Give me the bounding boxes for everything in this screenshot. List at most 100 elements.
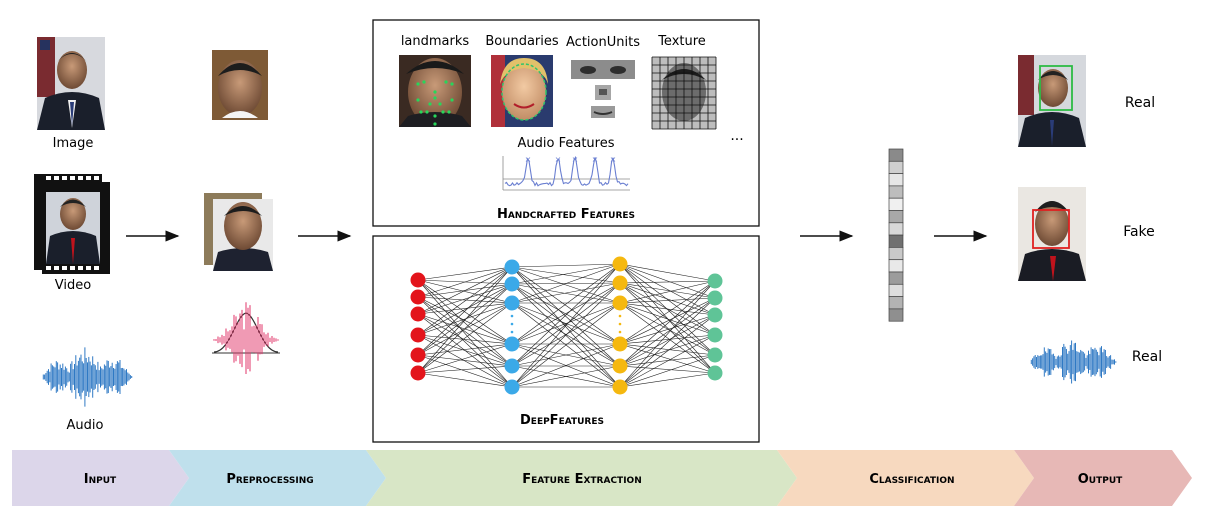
nn-connection [417,334,513,388]
nn-connection [619,297,716,345]
nn-connection [417,296,513,304]
stage-preprocessing-label: Preprocessing [226,472,313,487]
output-audio-waveform-icon [1030,340,1117,384]
nn-connection [511,282,621,367]
nn-connection [511,343,621,388]
feature-vector-cell [888,222,904,236]
landmark-dot [433,96,437,100]
film-hole [78,176,83,180]
nn-node [707,327,723,343]
nn-connection [619,314,716,345]
nn-connection [619,302,716,336]
nn-node [707,347,723,363]
nn-connection [619,280,716,284]
nn-connection [417,266,513,336]
landmark-dot [433,122,437,126]
nn-connection [619,354,716,388]
stage-output-label: Output [1078,472,1123,487]
nn-connection [417,343,513,374]
nn-node [707,273,723,289]
nn-connection [417,354,513,388]
film-strip-icon [34,174,110,274]
nn-node [504,358,520,374]
feature-vector-cell [888,148,904,162]
handcrafted-features-title: Handcrafted Features [497,207,635,222]
audio-features-plot: ××××× [502,155,630,191]
nn-connection [511,283,621,388]
nn-ellipsis-dot [618,330,622,334]
landmark-dot [425,110,429,114]
video-label: Video [55,278,91,293]
nn-connection [417,302,513,315]
feature-vector-cell [888,259,904,273]
nn-node [612,256,628,272]
landmarks-label: landmarks [401,34,470,49]
nn-node [504,276,520,292]
landmark-dot [450,82,454,86]
feature-vector-cell [888,173,904,187]
nn-connection [417,302,513,374]
nn-connection [417,283,513,336]
nn-connection [511,263,621,388]
nn-connection [511,283,621,304]
film-hole [70,266,75,270]
more-features-ellipsis: ... [730,128,743,144]
nn-node [410,306,426,322]
nn-ellipsis-dot [510,314,514,318]
feature-vector-cell [888,247,904,261]
feature-vector-cell [888,308,904,322]
landmark-dot [419,110,423,114]
film-hole [62,266,67,270]
feature-vector-cell [888,210,904,224]
landmark-dot [450,98,454,102]
output-real-photo [1018,55,1086,147]
nn-connection [511,263,621,304]
nn-connection [619,334,716,388]
nn-connection [511,263,621,367]
landmark-dot [428,102,432,106]
nn-connection [511,263,621,345]
nn-connection [511,302,621,345]
film-hole [94,176,99,180]
nn-connection [511,266,621,345]
nn-connection [619,302,716,374]
nn-connection [417,365,513,374]
nn-connection [417,266,513,315]
output-audio-real-label: Real [1132,349,1162,365]
film-hole [94,266,99,270]
nn-node [612,295,628,311]
nn-node [410,327,426,343]
cropped-video-frames [204,193,273,271]
nn-connection [619,280,716,388]
pipeline-stage-banner: Input Preprocessing Feature Extraction C… [12,450,1192,506]
nn-connection [417,354,513,367]
stage-feature-extraction-label: Feature Extraction [522,472,641,487]
nn-connection [511,343,621,367]
stage-classification-chevron [777,450,1034,506]
nn-connection [511,365,621,388]
nn-connection [619,334,716,345]
nn-connection [619,280,716,345]
histogram-icon [212,302,280,374]
action-units-label: ActionUnits [566,35,640,50]
nn-connection [417,296,513,367]
nn-connection [417,266,513,281]
nn-connection [417,266,513,356]
nn-connection [619,263,716,282]
nn-connection [511,263,621,268]
action-units-patches [571,60,635,118]
nn-connection [619,343,716,356]
nn-node [707,365,723,381]
output-fake-label: Fake [1123,224,1155,240]
nn-connection [619,334,716,367]
nn-ellipsis-dot [510,330,514,334]
nn-connection [511,282,621,345]
landmark-dot [422,80,426,84]
neural-network-nodes [410,256,723,395]
nn-connection [511,302,621,367]
nn-node [504,336,520,352]
nn-connection [417,372,513,388]
audio-waveform-icon [42,347,133,407]
nn-connection [619,282,716,374]
